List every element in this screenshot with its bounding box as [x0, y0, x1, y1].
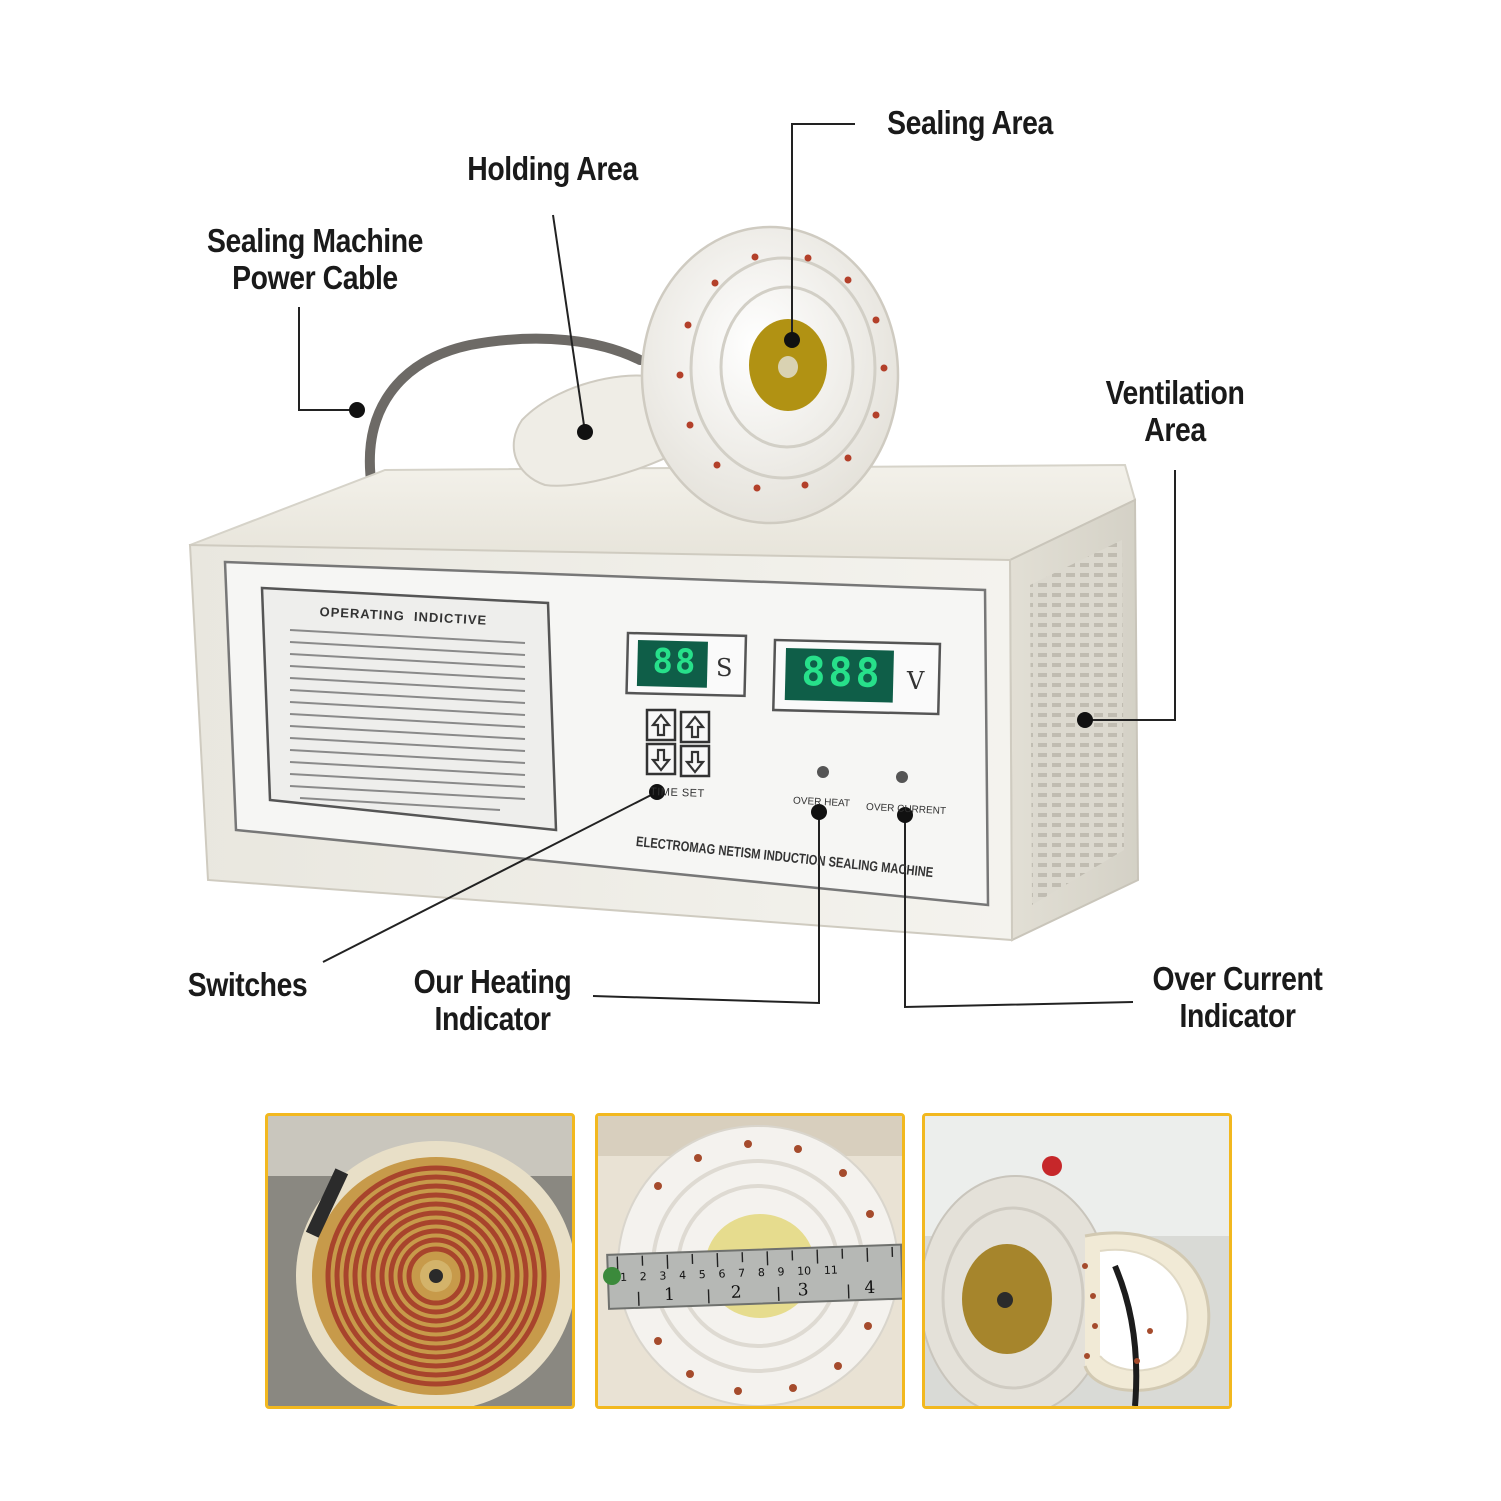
callout-holding-area: Holding Area [467, 150, 638, 187]
leader-dots [349, 332, 1093, 823]
voltage-display-screen [784, 648, 894, 703]
seconds-display-screen [636, 640, 708, 688]
sealing-head-holes [676, 253, 888, 492]
ruler-head-holes [654, 1140, 874, 1395]
callout-power-cable: Sealing Machine Power Cable [207, 222, 423, 296]
callout-heating-indicator: Our Heating Indicator [413, 963, 572, 1037]
instruction-text-lines [289, 629, 526, 811]
power-cable [364, 333, 645, 493]
machine-top-face [188, 463, 1137, 561]
leader-lines [298, 123, 1176, 1009]
callout-over-current-indicator: Over Current Indicator [1152, 960, 1323, 1034]
open-head-photo [925, 1116, 1229, 1406]
callout-sealing-area: Sealing Area [887, 104, 1053, 141]
coil-photo [268, 1116, 572, 1406]
seconds-unit: S [716, 654, 733, 682]
over-current-led [896, 771, 908, 783]
voltage-digits: 888 [800, 649, 884, 697]
callout-switches: Switches [187, 966, 308, 1003]
photo-panel-ruler: 1 2 3 4 5 6 7 8 9 10 11 1 2 3 4 [595, 1113, 905, 1409]
over-heat-led [817, 766, 829, 778]
callout-ventilation: Ventilation Area [1105, 374, 1245, 448]
coil-windings [325, 1165, 547, 1387]
sealing-pad-core [778, 356, 798, 378]
sealing-head-ring-inner [719, 285, 855, 449]
red-button [1042, 1156, 1062, 1176]
seconds-digits: 88 [652, 641, 698, 683]
sealing-head-ring-outer [689, 256, 877, 480]
photo-panel-coil [265, 1113, 575, 1409]
ventilation-grille [1030, 540, 1124, 905]
voltage-unit: V [907, 667, 925, 695]
arrow-glyphs [650, 713, 706, 774]
time-set-label: TIME SET [649, 786, 705, 800]
ruler-photo [598, 1116, 902, 1406]
photo-panel-head-open [922, 1113, 1232, 1409]
